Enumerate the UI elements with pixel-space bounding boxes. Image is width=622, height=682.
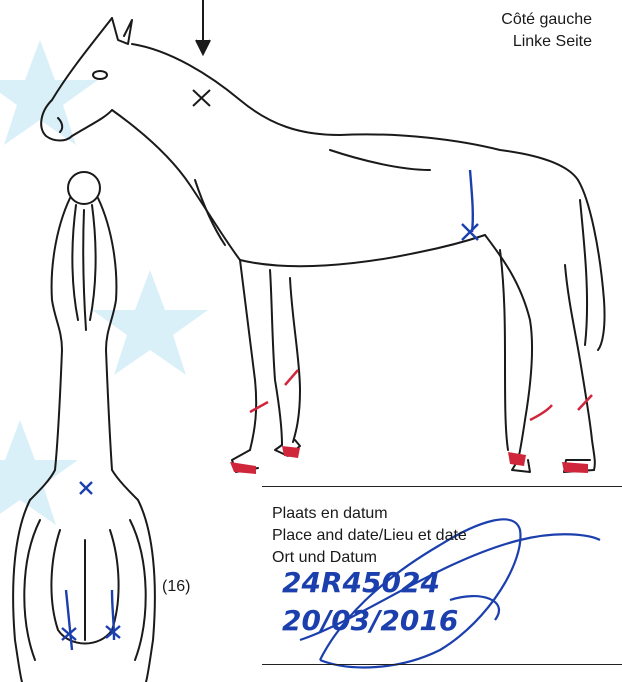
handwritten-date: 20/03/2016 — [282, 604, 458, 637]
arrow-indicator — [196, 0, 210, 54]
red-hoof-markings — [230, 446, 588, 474]
red-markings-side — [250, 370, 592, 420]
side-label-french: Côté gauche — [501, 10, 592, 30]
mark-crosses — [193, 90, 210, 106]
horse-side-view — [41, 18, 604, 472]
place-date-dutch: Plaats en datum — [272, 504, 388, 524]
place-date-en-fr: Place and date/Lieu et date — [272, 526, 467, 546]
form-top-rule — [262, 486, 622, 487]
horse-front-view — [13, 172, 155, 682]
blue-markings-front — [62, 482, 120, 650]
watermark-stars — [0, 40, 208, 525]
handwritten-code: 24R45024 — [282, 566, 440, 599]
side-label-german: Linke Seite — [513, 32, 592, 52]
blue-markings-side — [462, 170, 478, 240]
place-date-german: Ort und Datum — [272, 548, 377, 568]
form-bottom-rule — [262, 664, 622, 665]
reference-number: (16) — [162, 578, 190, 596]
